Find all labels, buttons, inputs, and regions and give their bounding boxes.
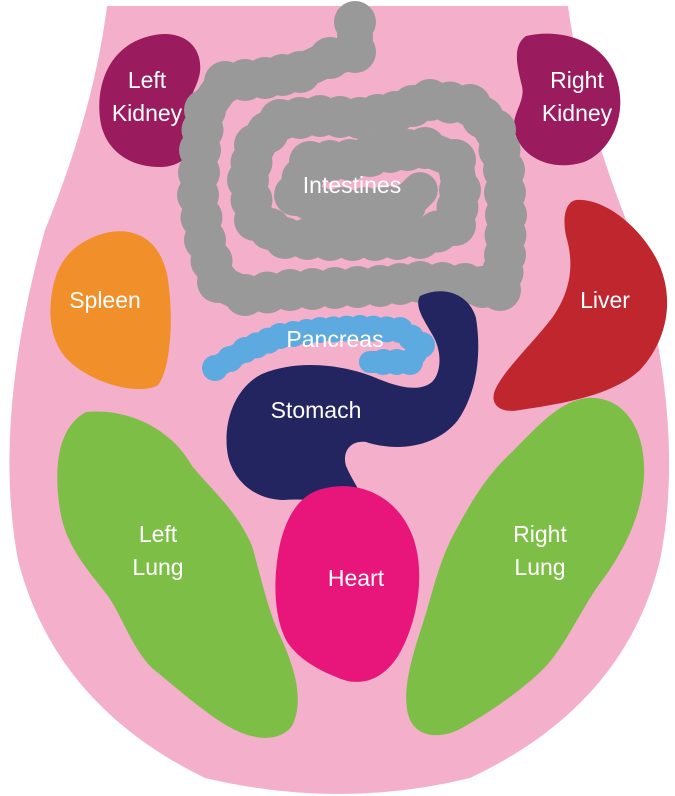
stomach-label: Stomach — [271, 397, 362, 423]
heart-label: Heart — [328, 565, 385, 591]
right-kidney-label-line2: Kidney — [542, 100, 613, 126]
right-kidney-label-line1: Right — [550, 67, 604, 93]
heart: Heart — [275, 486, 419, 682]
left-lung-label-line2: Lung — [132, 554, 183, 580]
right-lung-label-line2: Lung — [514, 554, 565, 580]
liver-label: Liver — [580, 287, 630, 313]
left-kidney-label-line2: Kidney — [112, 100, 183, 126]
right-lung-label-line1: Right — [513, 521, 567, 547]
intestines-label: Intestines — [303, 172, 401, 198]
pancreas-label: Pancreas — [286, 326, 383, 352]
spleen-label: Spleen — [69, 287, 141, 313]
right-kidney: Right Kidney — [514, 34, 620, 166]
left-lung-label-line1: Left — [139, 521, 178, 547]
pancreas-bead — [370, 349, 396, 375]
left-kidney-label-line1: Left — [128, 67, 167, 93]
